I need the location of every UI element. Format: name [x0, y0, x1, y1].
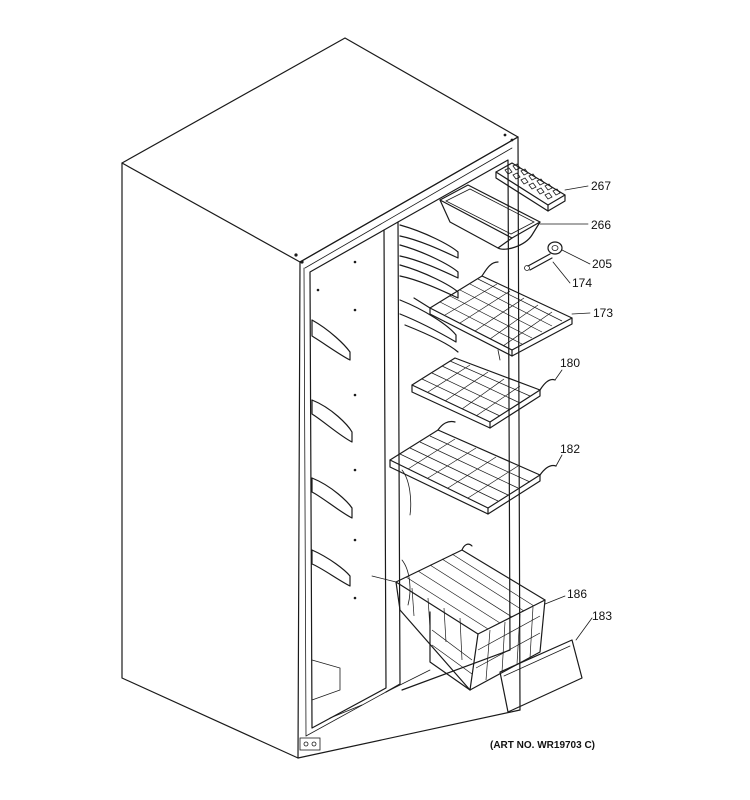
- wire-basket-186: [371, 543, 546, 691]
- callout-182: 182: [560, 442, 580, 456]
- shaft-part-174: [524, 253, 553, 271]
- callout-186: 186: [567, 587, 587, 601]
- callout-267: 267: [591, 179, 611, 193]
- ice-bucket-266: [439, 184, 541, 250]
- wire-shelf-180: [411, 357, 556, 429]
- ice-tray-267: [495, 162, 566, 212]
- art-number: (ART NO. WR19703 C): [490, 740, 595, 751]
- callout-labels: 267 266 205 174 173 180 182 186 183: [560, 179, 613, 623]
- auger-part-205: [547, 241, 563, 255]
- drawer-front-183: [499, 639, 583, 713]
- wire-shelf-173: [413, 261, 573, 361]
- callout-174: 174: [572, 276, 592, 290]
- refrigerator-cabinet: [121, 37, 521, 759]
- callout-173: 173: [593, 306, 613, 320]
- callout-266: 266: [591, 218, 611, 232]
- callout-205: 205: [592, 257, 612, 271]
- leader-lines: [539, 185, 593, 641]
- wire-shelf-182: [389, 420, 557, 515]
- callout-180: 180: [560, 356, 580, 370]
- callout-183: 183: [592, 609, 612, 623]
